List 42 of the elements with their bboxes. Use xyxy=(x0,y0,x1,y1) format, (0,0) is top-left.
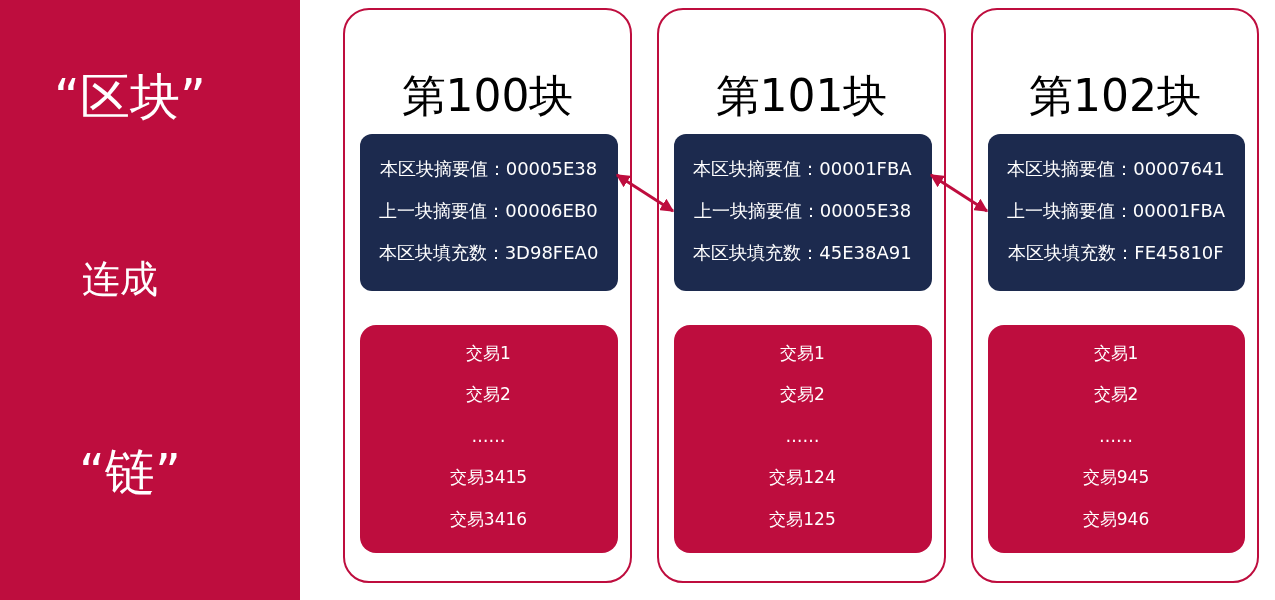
transaction-item: 交易3416 xyxy=(448,507,529,531)
heading: “链” xyxy=(78,442,182,503)
header-box xyxy=(673,133,932,291)
heading: “区块” xyxy=(53,67,207,128)
hash-line: 本区块填充数：3D98FEA0 xyxy=(377,240,600,265)
block-title: 第100块 xyxy=(400,70,575,123)
transaction-item: 交易1 xyxy=(779,341,826,365)
transaction-item: …… xyxy=(1098,424,1134,448)
header-box xyxy=(359,133,618,291)
transaction-item: 交易3415 xyxy=(448,466,529,489)
transaction-item: 交易124 xyxy=(768,466,837,489)
transaction-box xyxy=(359,324,618,553)
transaction-box xyxy=(673,324,932,553)
hash-line: 上一块摘要值：00006EB0 xyxy=(378,198,599,223)
transaction-item: 交易945 xyxy=(1081,466,1151,489)
connector-word: 连成 xyxy=(81,256,159,303)
transaction-item: …… xyxy=(470,424,507,448)
transaction-item: 交易1 xyxy=(465,341,512,365)
hash-line: 本区块摘要值：00005E38 xyxy=(378,156,599,181)
hash-line: 上一块摘要值：00005E38 xyxy=(692,198,913,223)
header-box xyxy=(987,133,1245,291)
transaction-item: 交易946 xyxy=(1081,507,1151,531)
side-panel xyxy=(0,0,300,600)
transaction-item: 交易2 xyxy=(1092,383,1140,406)
block-card xyxy=(971,8,1259,583)
transaction-item: …… xyxy=(784,424,821,448)
block-card xyxy=(657,8,946,583)
hash-line: 本区块填充数：45E38A91 xyxy=(692,240,913,265)
transaction-box xyxy=(987,324,1245,553)
hash-line: 本区块填充数：FE45810F xyxy=(1007,240,1225,265)
block-title: 第101块 xyxy=(714,70,889,123)
hash-line: 本区块摘要值：00007641 xyxy=(1006,156,1226,181)
transaction-item: 交易125 xyxy=(768,507,837,531)
transaction-item: 交易2 xyxy=(779,383,826,406)
arrow xyxy=(615,173,675,213)
hash-line: 本区块摘要值：00001FBA xyxy=(692,156,913,181)
block-title: 第102块 xyxy=(1028,70,1202,123)
transaction-item: 交易1 xyxy=(1092,341,1140,365)
hash-line: 上一块摘要值：00001FBA xyxy=(1005,198,1227,223)
arrow xyxy=(929,173,989,213)
block-card xyxy=(343,8,632,583)
transaction-item: 交易2 xyxy=(465,383,512,406)
